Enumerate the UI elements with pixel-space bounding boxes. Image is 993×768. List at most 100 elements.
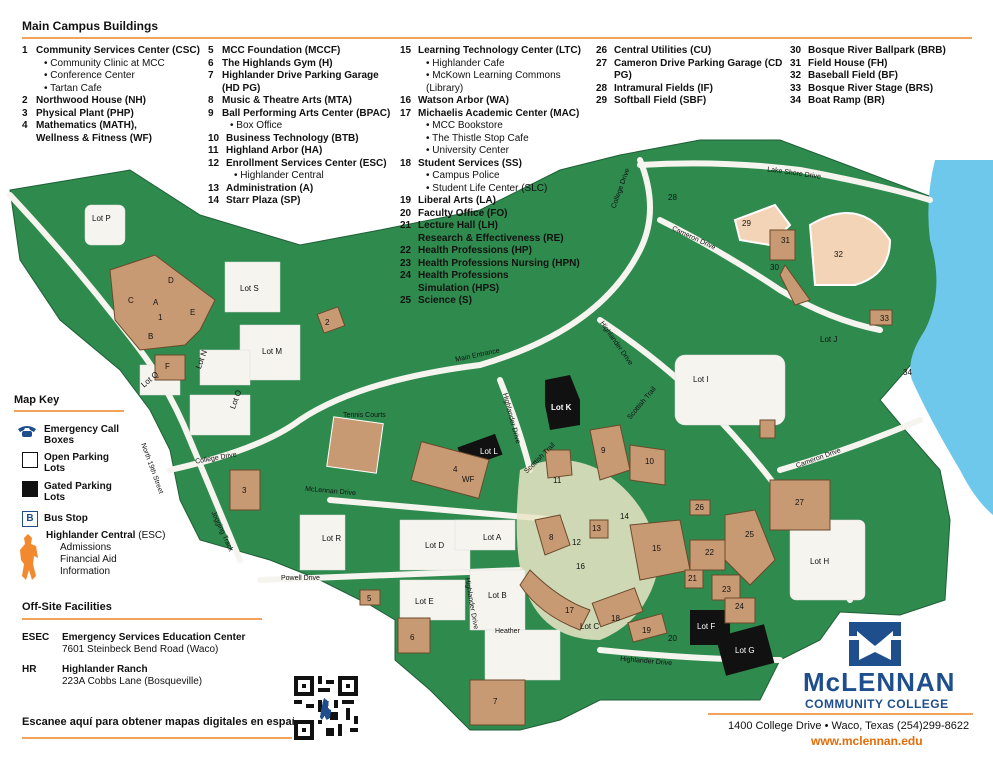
bullet-icon: • (44, 57, 51, 69)
lot-s[interactable]: Lot S (240, 284, 259, 293)
building-list-name: Cameron Drive Parking Garage (CD PG) (614, 57, 783, 82)
bullet-icon: • (426, 120, 433, 131)
building-list-name: Bosque River Stage (BRS) (808, 82, 934, 94)
lot-m[interactable]: Lot M (262, 347, 283, 356)
building-17[interactable]: 17 (565, 606, 574, 615)
lot-f[interactable]: Lot F (697, 622, 716, 631)
building-32[interactable]: 32 (834, 250, 843, 259)
building-list-body: Student Services (SS)• Campus Police• St… (418, 158, 547, 196)
building-22[interactable]: 22 (705, 548, 714, 557)
brand-url[interactable]: www.mclennan.edu (811, 734, 923, 748)
building-1-section-f: F (165, 362, 170, 371)
building-list-body: Liberal Arts (LA) (418, 195, 496, 208)
qr-code[interactable] (294, 676, 358, 740)
building-list-name: Boat Ramp (BR) (808, 95, 885, 106)
building-list-name: Watson Arbor (WA) (418, 95, 509, 106)
building-list-subitem: • Highlander Central (226, 170, 387, 183)
building-list-body: Michaelis Academic Center (MAC)• MCC Boo… (418, 108, 579, 158)
building-34[interactable]: 34 (903, 368, 912, 377)
bullet-icon: • (426, 145, 433, 156)
lot-d[interactable]: Lot D (425, 541, 445, 550)
building-20[interactable]: 20 (668, 634, 677, 643)
building-list-number: 34 (790, 95, 802, 106)
lot-p[interactable]: Lot P (92, 214, 111, 223)
building-31[interactable]: 31 (781, 236, 790, 245)
building-list-name: Highlander Drive Parking Garage (HD PG) (222, 70, 379, 94)
tennis-courts (326, 416, 384, 474)
building-list-body: MCC Foundation (MCCF) (222, 45, 340, 58)
building-18[interactable]: 18 (611, 614, 620, 623)
page-title: Main Campus Buildings (22, 19, 159, 33)
lot-c[interactable]: Lot C (580, 622, 600, 631)
building-1-section-e: E (190, 308, 196, 317)
building-15[interactable]: 15 (652, 544, 661, 553)
lot-j[interactable]: Lot J (820, 335, 838, 344)
building-3[interactable]: 3 (242, 486, 247, 495)
building-27[interactable]: 27 (795, 498, 804, 507)
lot-h[interactable]: Lot H (810, 557, 830, 566)
building-14[interactable]: 14 (620, 512, 629, 521)
building-8[interactable]: 8 (549, 533, 554, 542)
building-list-name: Enrollment Services Center (ESC) (226, 157, 387, 169)
building-5[interactable]: 5 (367, 594, 372, 603)
building-6[interactable]: 6 (410, 633, 415, 642)
lot-b[interactable]: Lot B (488, 591, 507, 600)
building-list-number: 1 (22, 45, 28, 56)
lot-i[interactable]: Lot I (693, 375, 709, 384)
building-29[interactable]: 29 (742, 219, 751, 228)
lot-l[interactable]: Lot L (480, 447, 498, 456)
building-list-name: Health Professions (418, 270, 509, 281)
building-2[interactable]: 2 (325, 318, 330, 327)
building-33[interactable]: 33 (880, 314, 889, 323)
building-list-number: 6 (208, 57, 214, 69)
building-23[interactable]: 23 (722, 585, 731, 594)
building-1[interactable]: 1 (158, 313, 163, 322)
building-list-name: Student Services (SS) (418, 157, 522, 169)
building-10[interactable]: 10 (645, 457, 654, 466)
building-list-subitem: • MCC Bookstore (418, 120, 579, 133)
building-list-subitem: • Student Life Center (SLC) (418, 183, 547, 196)
building-11[interactable]: 11 (553, 476, 562, 485)
lot-g[interactable]: Lot G (735, 646, 755, 655)
building-25[interactable]: 25 (745, 530, 754, 539)
building-list-number: 20 (400, 207, 412, 219)
building-13[interactable]: 13 (592, 524, 601, 533)
building-list-number: 24 (400, 270, 412, 281)
building-list-body: Lecture Hall (LH)Research & Effectivenes… (418, 220, 564, 245)
building-26[interactable]: 26 (695, 503, 704, 512)
building-list-name: Michaelis Academic Center (MAC) (418, 107, 580, 119)
building-19[interactable]: 19 (642, 626, 651, 635)
building-12[interactable]: 12 (572, 538, 581, 547)
building-9[interactable]: 9 (601, 446, 606, 455)
brand-address: 1400 College Drive • Waco, Texas (254)29… (728, 720, 970, 732)
building-30[interactable]: 30 (770, 263, 779, 272)
building-list-name: MCC Foundation (MCCF) (222, 45, 341, 56)
bullet-icon: • (44, 82, 51, 94)
lot-e[interactable]: Lot E (415, 597, 434, 606)
key-bus-stop: B Bus Stop (22, 511, 142, 527)
lot-a[interactable]: Lot A (483, 533, 502, 542)
building-7[interactable]: 7 (493, 697, 498, 706)
building-list-subitem-text: Highlander Central (240, 170, 324, 181)
building-24[interactable]: 24 (735, 602, 744, 611)
building-list-body: Northwood House (NH) (36, 95, 146, 108)
key-gated-lots: Gated Parking Lots (22, 481, 142, 503)
building-list-number: 14 (208, 195, 220, 206)
gated-lots (457, 375, 775, 676)
building-list-name: Health Professions Nursing (HPN) (418, 257, 580, 269)
building-21[interactable]: 21 (688, 574, 697, 583)
brand-name: McLENNAN (803, 667, 956, 697)
lot-k[interactable]: Lot K (551, 403, 572, 412)
building-4[interactable]: 4 (453, 465, 458, 474)
building-16[interactable]: 16 (576, 562, 585, 571)
building-28[interactable]: 28 (668, 193, 677, 202)
lot-r[interactable]: Lot R (322, 534, 342, 543)
